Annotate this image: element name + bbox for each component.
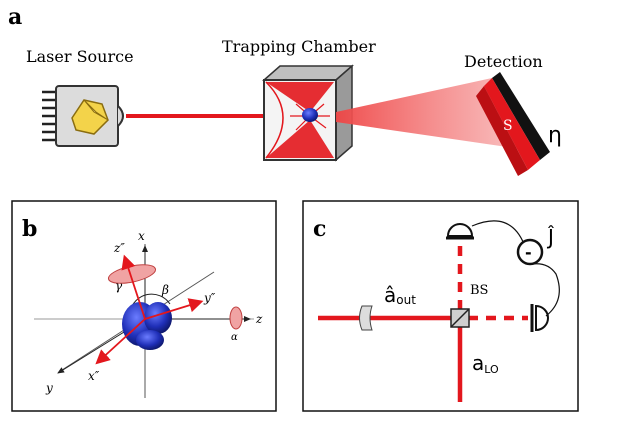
trapping-chamber-label: Trapping Chamber xyxy=(222,37,376,56)
laser-source-label: Laser Source xyxy=(26,47,134,66)
alpha-rotation-ellipse xyxy=(229,306,243,330)
photodiode-right-icon xyxy=(535,304,549,332)
beam-splitter-label: BS xyxy=(470,283,488,298)
gamma-label: γ xyxy=(115,279,123,293)
axis-y-label: y xyxy=(45,381,53,395)
alpha-label: α xyxy=(231,332,238,343)
photodiode-top-icon xyxy=(446,223,474,237)
axis-z-rot-label: z″ xyxy=(113,241,125,255)
axis-x-rot-label: x″ xyxy=(88,369,100,383)
laser-source-device xyxy=(42,85,124,147)
output-mode-label: âout xyxy=(384,283,416,307)
detection-label: Detection xyxy=(464,52,543,71)
subtractor-icon xyxy=(516,238,544,266)
axis-y-rot-label: y″ xyxy=(203,291,216,305)
detector-letter: S xyxy=(503,118,513,134)
subtractor-minus: - xyxy=(525,243,532,262)
axis-x-label: x xyxy=(138,229,145,243)
beta-label: β xyxy=(161,283,169,297)
lens-icon xyxy=(359,305,373,331)
axis-z-label: z xyxy=(255,312,263,326)
detector: S xyxy=(476,72,550,176)
panel-b-letter: b xyxy=(22,216,37,242)
rotation-diagram xyxy=(34,244,254,398)
efficiency-symbol: η xyxy=(548,123,562,148)
panel-c-letter: c xyxy=(313,216,326,242)
lo-mode-label: aLO xyxy=(472,351,499,376)
trapped-particle xyxy=(302,108,318,122)
laser-pins xyxy=(42,90,56,142)
current-label: Ĵ xyxy=(546,225,554,249)
panel-a-letter: a xyxy=(8,4,22,30)
homodyne-setup xyxy=(318,220,560,402)
